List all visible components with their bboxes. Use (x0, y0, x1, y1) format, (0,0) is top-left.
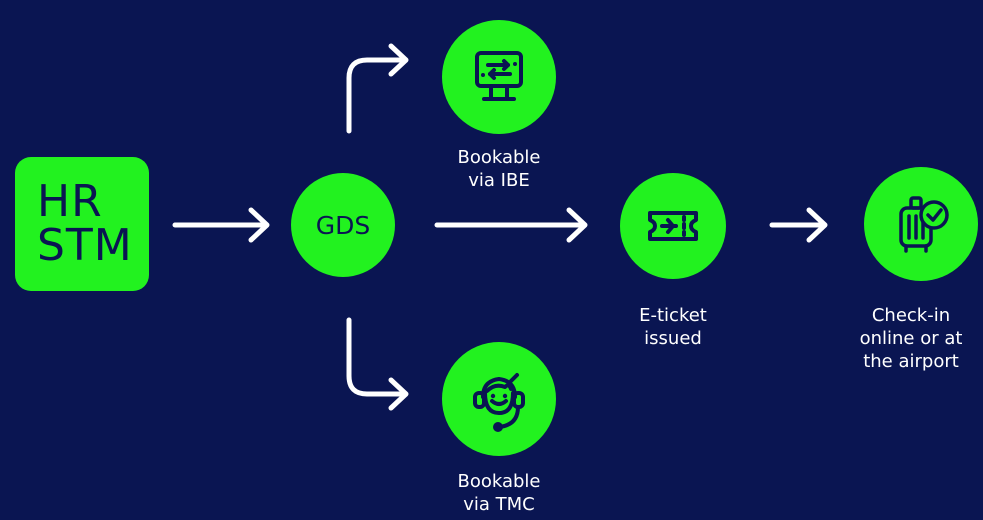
gds-label: GDS (315, 210, 371, 240)
arrow-source-to-gds (172, 207, 270, 243)
checkin-label-line2: online or at (859, 328, 963, 349)
hr-stm-line1: HR (37, 176, 103, 227)
checkin-label: Check-in online or at the airport (841, 304, 981, 373)
ibe-node (442, 20, 556, 134)
ibe-label-line1: Bookable (457, 147, 541, 168)
tmc-label-line1: Bookable (457, 471, 541, 492)
arrow-gds-to-ibe (346, 43, 409, 134)
hr-stm-line2: STM (37, 220, 133, 271)
checkin-label-line3: the airport (863, 351, 959, 372)
monitor-transfer-icon (475, 51, 523, 101)
headset-agent-icon (473, 373, 525, 432)
tmc-node (442, 342, 556, 456)
ticket-label-line2: issued (644, 328, 702, 349)
tmc-label-line2: via TMC (463, 494, 535, 515)
arrow-gds-to-tmc (346, 317, 409, 411)
ticket-label-line1: E-ticket (639, 305, 707, 326)
luggage-check-icon (899, 196, 949, 253)
gds-node: GDS (291, 173, 395, 277)
arrow-gds-to-ticket (434, 207, 588, 243)
ticket-node (620, 173, 726, 279)
ibe-label-line2: via IBE (468, 170, 530, 191)
hr-stm-box: HR STM (15, 157, 149, 291)
checkin-node (864, 167, 978, 281)
arrow-ticket-to-checkin (769, 207, 828, 243)
tmc-label: Bookable via TMC (419, 470, 579, 516)
ibe-label: Bookable via IBE (419, 146, 579, 192)
ticket-label: E-ticket issued (593, 304, 753, 350)
flight-ticket-icon (648, 211, 698, 241)
checkin-label-line1: Check-in (871, 305, 951, 326)
